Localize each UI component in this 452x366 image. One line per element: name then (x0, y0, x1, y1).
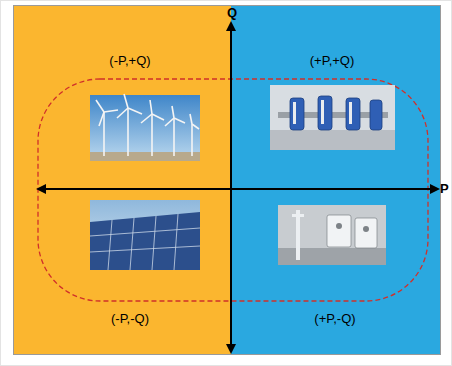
quadrant-label: (+P,+Q) (310, 53, 355, 68)
axis-label: Q (227, 5, 237, 20)
quadrant-label: (+P,-Q) (314, 311, 355, 326)
axis-label: P (440, 181, 449, 196)
quadrant-label: (-P,+Q) (109, 53, 150, 68)
quadrant-label: (-P,-Q) (111, 311, 149, 326)
